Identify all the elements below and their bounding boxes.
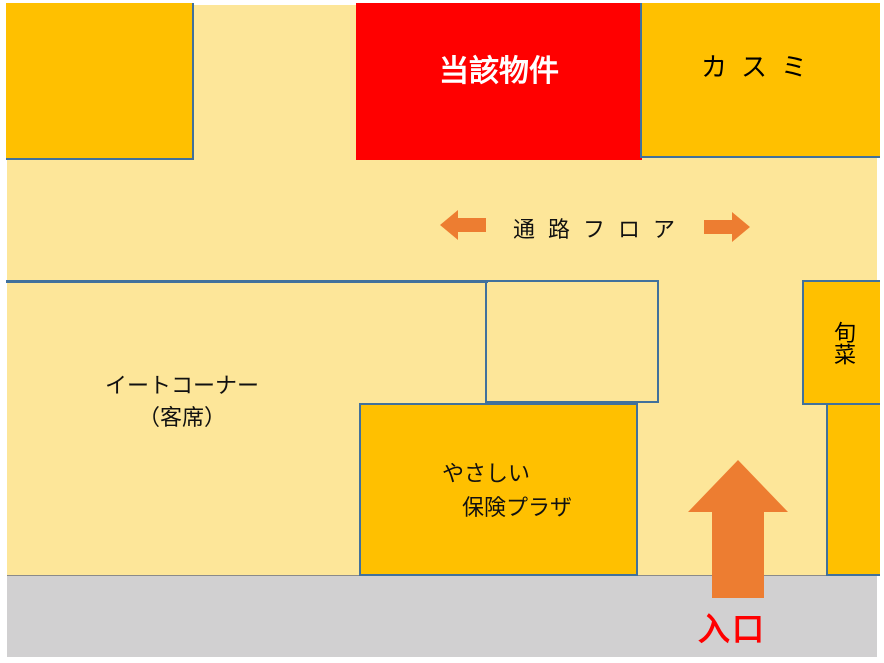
eat-corner-label-line1: イートコーナー <box>105 374 260 399</box>
store-kasumi-label: カスミ <box>700 53 821 83</box>
corridor-left-arrow-icon <box>440 210 486 240</box>
corridor-label: 通 路 フ ロ ア <box>513 218 678 243</box>
empty-unit <box>485 280 659 403</box>
entrance-arrow-icon <box>688 460 788 598</box>
entrance-label: 入口 <box>698 610 767 648</box>
store-shunsai-label: 旬菜 <box>830 320 855 365</box>
corridor-right-arrow-icon <box>704 212 750 242</box>
store-kasumi: カスミ <box>640 3 880 158</box>
target-property-label: 当該物件 <box>439 53 559 89</box>
store-bottom-right <box>826 403 880 576</box>
store-yasashii-label-line2: 保険プラザ <box>462 496 573 521</box>
eat-corner-label-line2: （客席） <box>138 406 227 431</box>
target-property: 当該物件 <box>356 3 642 160</box>
eat-corner-area <box>6 280 488 575</box>
store-yasashii-hoken-plaza <box>359 403 638 576</box>
store-yasashii-label-line1: やさしい <box>442 462 531 487</box>
store-shunsai: 旬菜 <box>802 280 880 405</box>
store-top-left <box>6 3 194 160</box>
